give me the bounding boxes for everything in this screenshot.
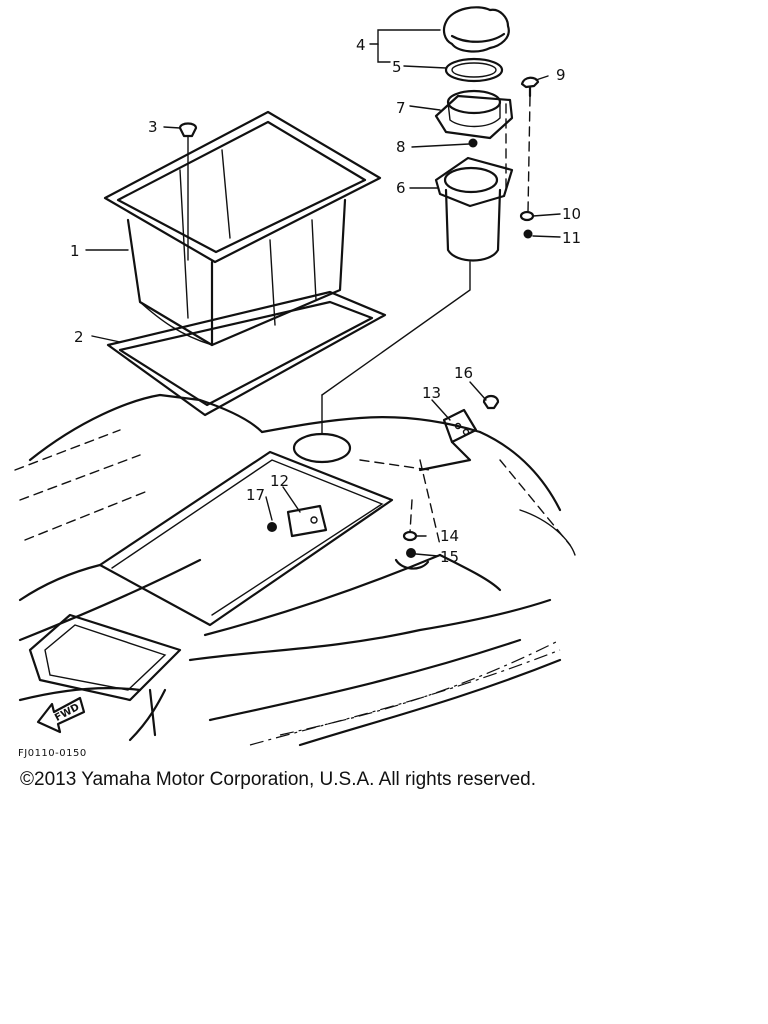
callout-16: 16 xyxy=(454,364,473,382)
callout-13: 13 xyxy=(422,384,441,402)
diagram-code: FJ0110-0150 xyxy=(18,748,87,759)
callout-4: 4 xyxy=(356,36,366,54)
gasket-part-2 xyxy=(106,290,387,417)
washer-part-10 xyxy=(519,210,535,222)
callout-17: 17 xyxy=(246,486,265,504)
hinge-bracket-part-13 xyxy=(418,408,478,472)
callout-15: 15 xyxy=(440,548,459,566)
callout-3: 3 xyxy=(148,118,158,136)
storage-box-part-1 xyxy=(103,110,382,347)
callout-12: 12 xyxy=(270,472,289,490)
bolt-part-16 xyxy=(482,394,500,410)
callout-6: 6 xyxy=(396,179,406,197)
callout-1: 1 xyxy=(70,242,80,260)
drain-plug-part-3 xyxy=(178,122,198,261)
fwd-arrow-icon: FWD xyxy=(36,696,86,734)
callout-14: 14 xyxy=(440,527,459,545)
callout-11: 11 xyxy=(562,229,581,247)
nut-part-15 xyxy=(394,548,430,570)
copyright-notice: ©2013 Yamaha Motor Corporation, U.S.A. A… xyxy=(20,769,536,790)
callout-7: 7 xyxy=(396,99,406,117)
callout-9: 9 xyxy=(556,66,566,84)
callout-5: 5 xyxy=(392,58,402,76)
hull-deck xyxy=(14,393,576,747)
latch-bracket-part-12 xyxy=(286,504,328,538)
washer-part-14 xyxy=(402,530,418,542)
leader-lines xyxy=(85,29,561,557)
bolt-part-9 xyxy=(520,76,540,98)
seal-ring-part-5 xyxy=(444,57,504,83)
callout-8: 8 xyxy=(396,138,406,156)
screw-part-8 xyxy=(468,138,478,148)
filler-deck-hole xyxy=(292,432,352,464)
nut-part-17 xyxy=(267,522,277,532)
nut-part-11 xyxy=(523,229,533,239)
filler-flange-part-7 xyxy=(434,89,514,140)
filler-neck-part-6 xyxy=(434,156,514,262)
filler-cap-part-4 xyxy=(442,6,510,53)
exploded-parts-diagram: 1 2 3 4 5 6 7 8 9 10 11 12 13 14 15 16 1… xyxy=(14,6,581,759)
callout-2: 2 xyxy=(74,328,84,346)
callout-10: 10 xyxy=(562,205,581,223)
